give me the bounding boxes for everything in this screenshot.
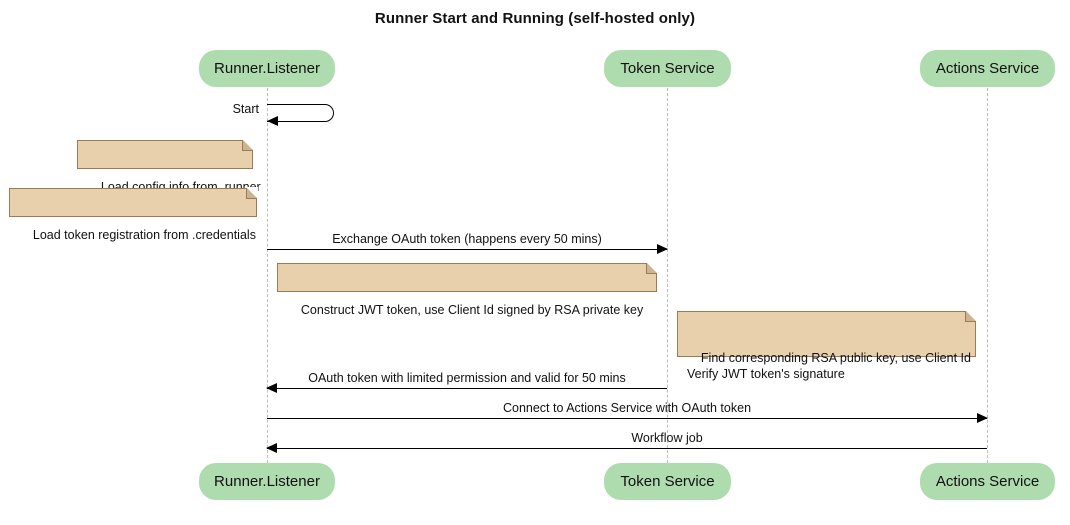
message-label: Connect to Actions Service with OAuth to… xyxy=(502,401,752,415)
message-line xyxy=(267,448,987,449)
lifeline-runner-listener xyxy=(267,88,268,463)
note-text: Construct JWT token, use Client Id signe… xyxy=(300,303,644,317)
self-message-label: Start xyxy=(232,102,259,116)
diagram-title: Runner Start and Running (self-hosted on… xyxy=(374,10,696,27)
participant-label: Actions Service xyxy=(935,60,1040,77)
message-label: OAuth token with limited permission and … xyxy=(308,371,626,385)
self-message-arrowhead xyxy=(267,116,278,126)
message-arrowhead xyxy=(657,244,668,254)
message-arrowhead xyxy=(977,413,988,423)
participant-label: Runner.Listener xyxy=(214,473,320,490)
message-arrowhead xyxy=(266,383,277,393)
message-line xyxy=(267,418,987,419)
message-line xyxy=(267,249,667,250)
note-load-config: Load config info from .runner xyxy=(77,139,261,194)
participant-label: Actions Service xyxy=(935,473,1040,490)
message-line xyxy=(267,388,667,389)
participant-label: Runner.Listener xyxy=(214,60,320,77)
participant-actions-service-bottom[interactable]: Actions Service xyxy=(920,463,1055,500)
participant-runner-listener-bottom[interactable]: Runner.Listener xyxy=(199,463,335,500)
participant-actions-service-top[interactable]: Actions Service xyxy=(920,50,1055,87)
participant-label: Token Service xyxy=(620,60,715,77)
message-arrowhead xyxy=(266,443,277,453)
participant-runner-listener-top[interactable]: Runner.Listener xyxy=(199,50,335,87)
note-text: Find corresponding RSA public key, use C… xyxy=(687,351,971,381)
note-text: Load token registration from .credential… xyxy=(32,228,256,242)
note-fold-corner xyxy=(242,139,254,151)
message-label: Exchange OAuth token (happens every 50 m… xyxy=(332,232,602,246)
note-fold-corner xyxy=(965,310,977,322)
participant-label: Token Service xyxy=(620,473,715,490)
participant-token-service-bottom[interactable]: Token Service xyxy=(604,463,731,500)
note-fold-corner xyxy=(646,262,658,274)
note-verify-jwt-signature: Find corresponding RSA public key, use C… xyxy=(677,310,977,381)
message-label: Workflow job xyxy=(631,431,703,445)
self-message-loop xyxy=(267,104,334,122)
note-fold-corner xyxy=(246,187,258,199)
note-load-token-registration: Load token registration from .credential… xyxy=(9,187,258,242)
note-construct-jwt: Construct JWT token, use Client Id signe… xyxy=(277,262,658,317)
lifeline-actions-service xyxy=(987,88,988,463)
lifeline-token-service xyxy=(667,88,668,463)
participant-token-service-top[interactable]: Token Service xyxy=(604,50,731,87)
